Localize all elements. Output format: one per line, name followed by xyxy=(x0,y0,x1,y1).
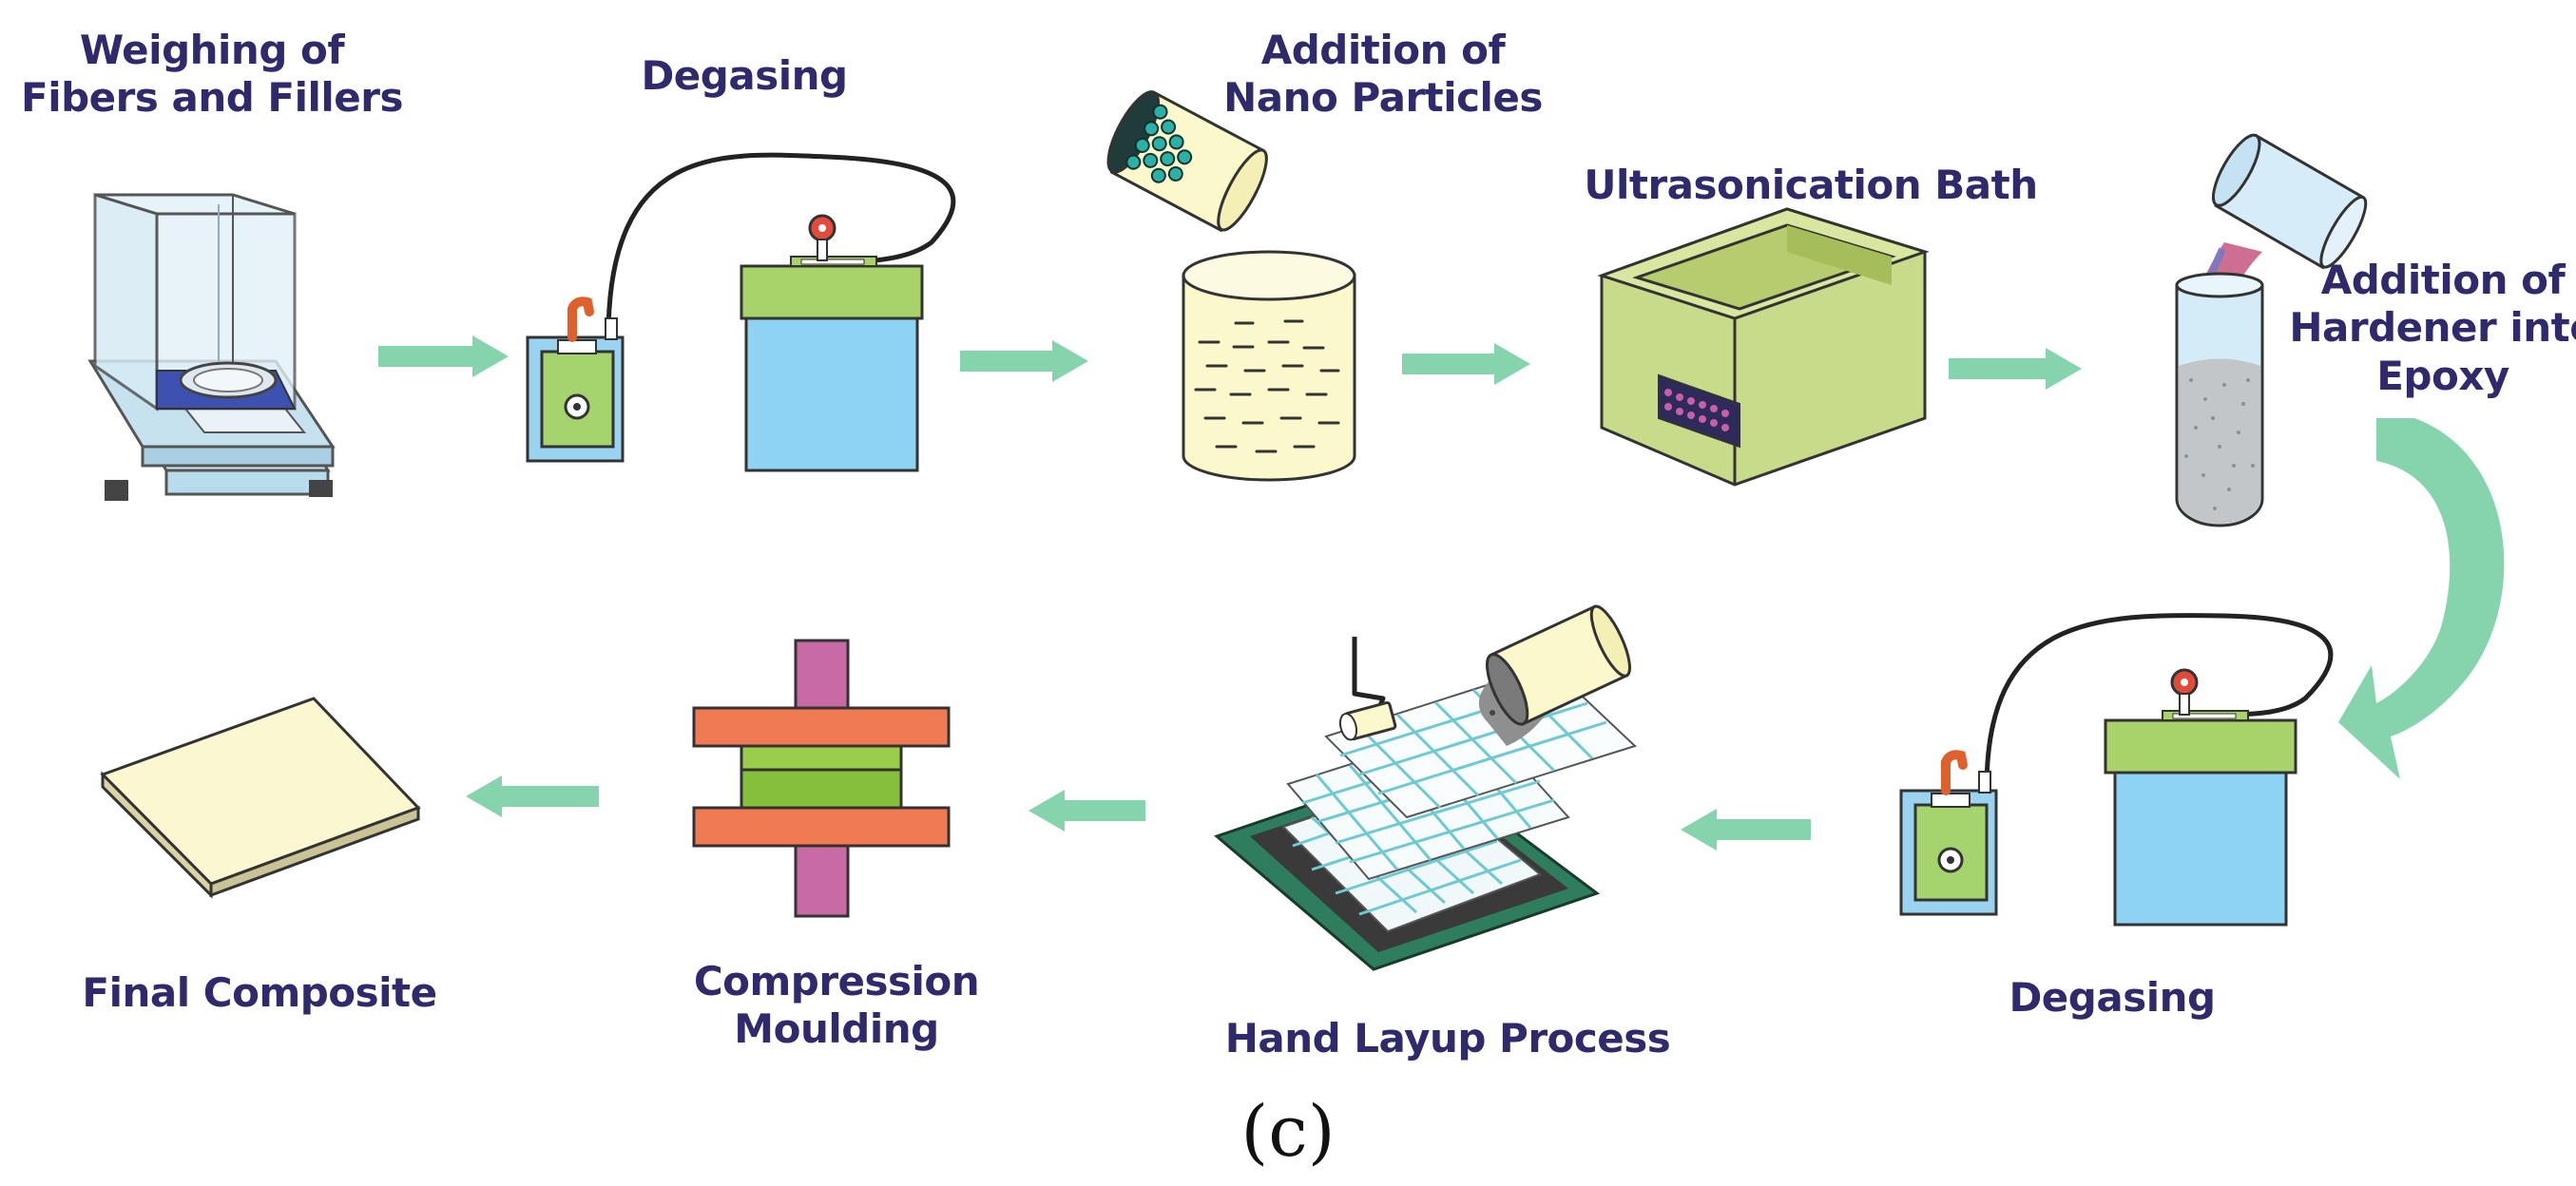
ultrasonic-bath-icon xyxy=(1597,207,1930,487)
label-weighing: Weighing of Fibers and Fillers xyxy=(21,27,403,122)
label-hardener: Addition of Hardener into Epoxy xyxy=(2289,257,2576,399)
flow-arrow-curved xyxy=(2338,418,2505,779)
figure-caption: (c) xyxy=(1240,1091,1336,1173)
vacuum-degassing-icon xyxy=(526,152,956,472)
flow-arrow-2 xyxy=(960,340,1088,382)
hand-layup-icon xyxy=(1214,604,1637,971)
analytical-balance-icon xyxy=(87,192,336,501)
flow-arrow-5 xyxy=(1681,809,1811,851)
test-tube-pouring-icon xyxy=(2175,133,2368,527)
label-final-composite: Final Composite xyxy=(82,969,437,1016)
label-degasing-1: Degasing xyxy=(641,52,848,99)
label-nano-particles: Addition of Nano Particles xyxy=(1223,27,1543,122)
label-degasing-2: Degasing xyxy=(2009,974,2216,1021)
flow-arrows xyxy=(378,335,2505,851)
flow-arrow-6 xyxy=(1028,790,1145,832)
label-compression: Compression Moulding xyxy=(693,958,980,1053)
flow-arrow-4 xyxy=(1949,348,2082,390)
flow-arrow-7 xyxy=(466,775,599,817)
flow-arrow-1 xyxy=(378,335,509,377)
beaker-pouring-icon xyxy=(1106,90,1356,482)
composite-plate-icon xyxy=(100,697,421,899)
label-ultrasonication: Ultrasonication Bath xyxy=(1584,162,2038,208)
flow-arrow-3 xyxy=(1402,343,1530,385)
label-hand-layup: Hand Layup Process xyxy=(1224,1015,1671,1062)
vacuum-degassing-icon xyxy=(1899,613,2334,927)
compression-press-icon xyxy=(692,639,951,918)
